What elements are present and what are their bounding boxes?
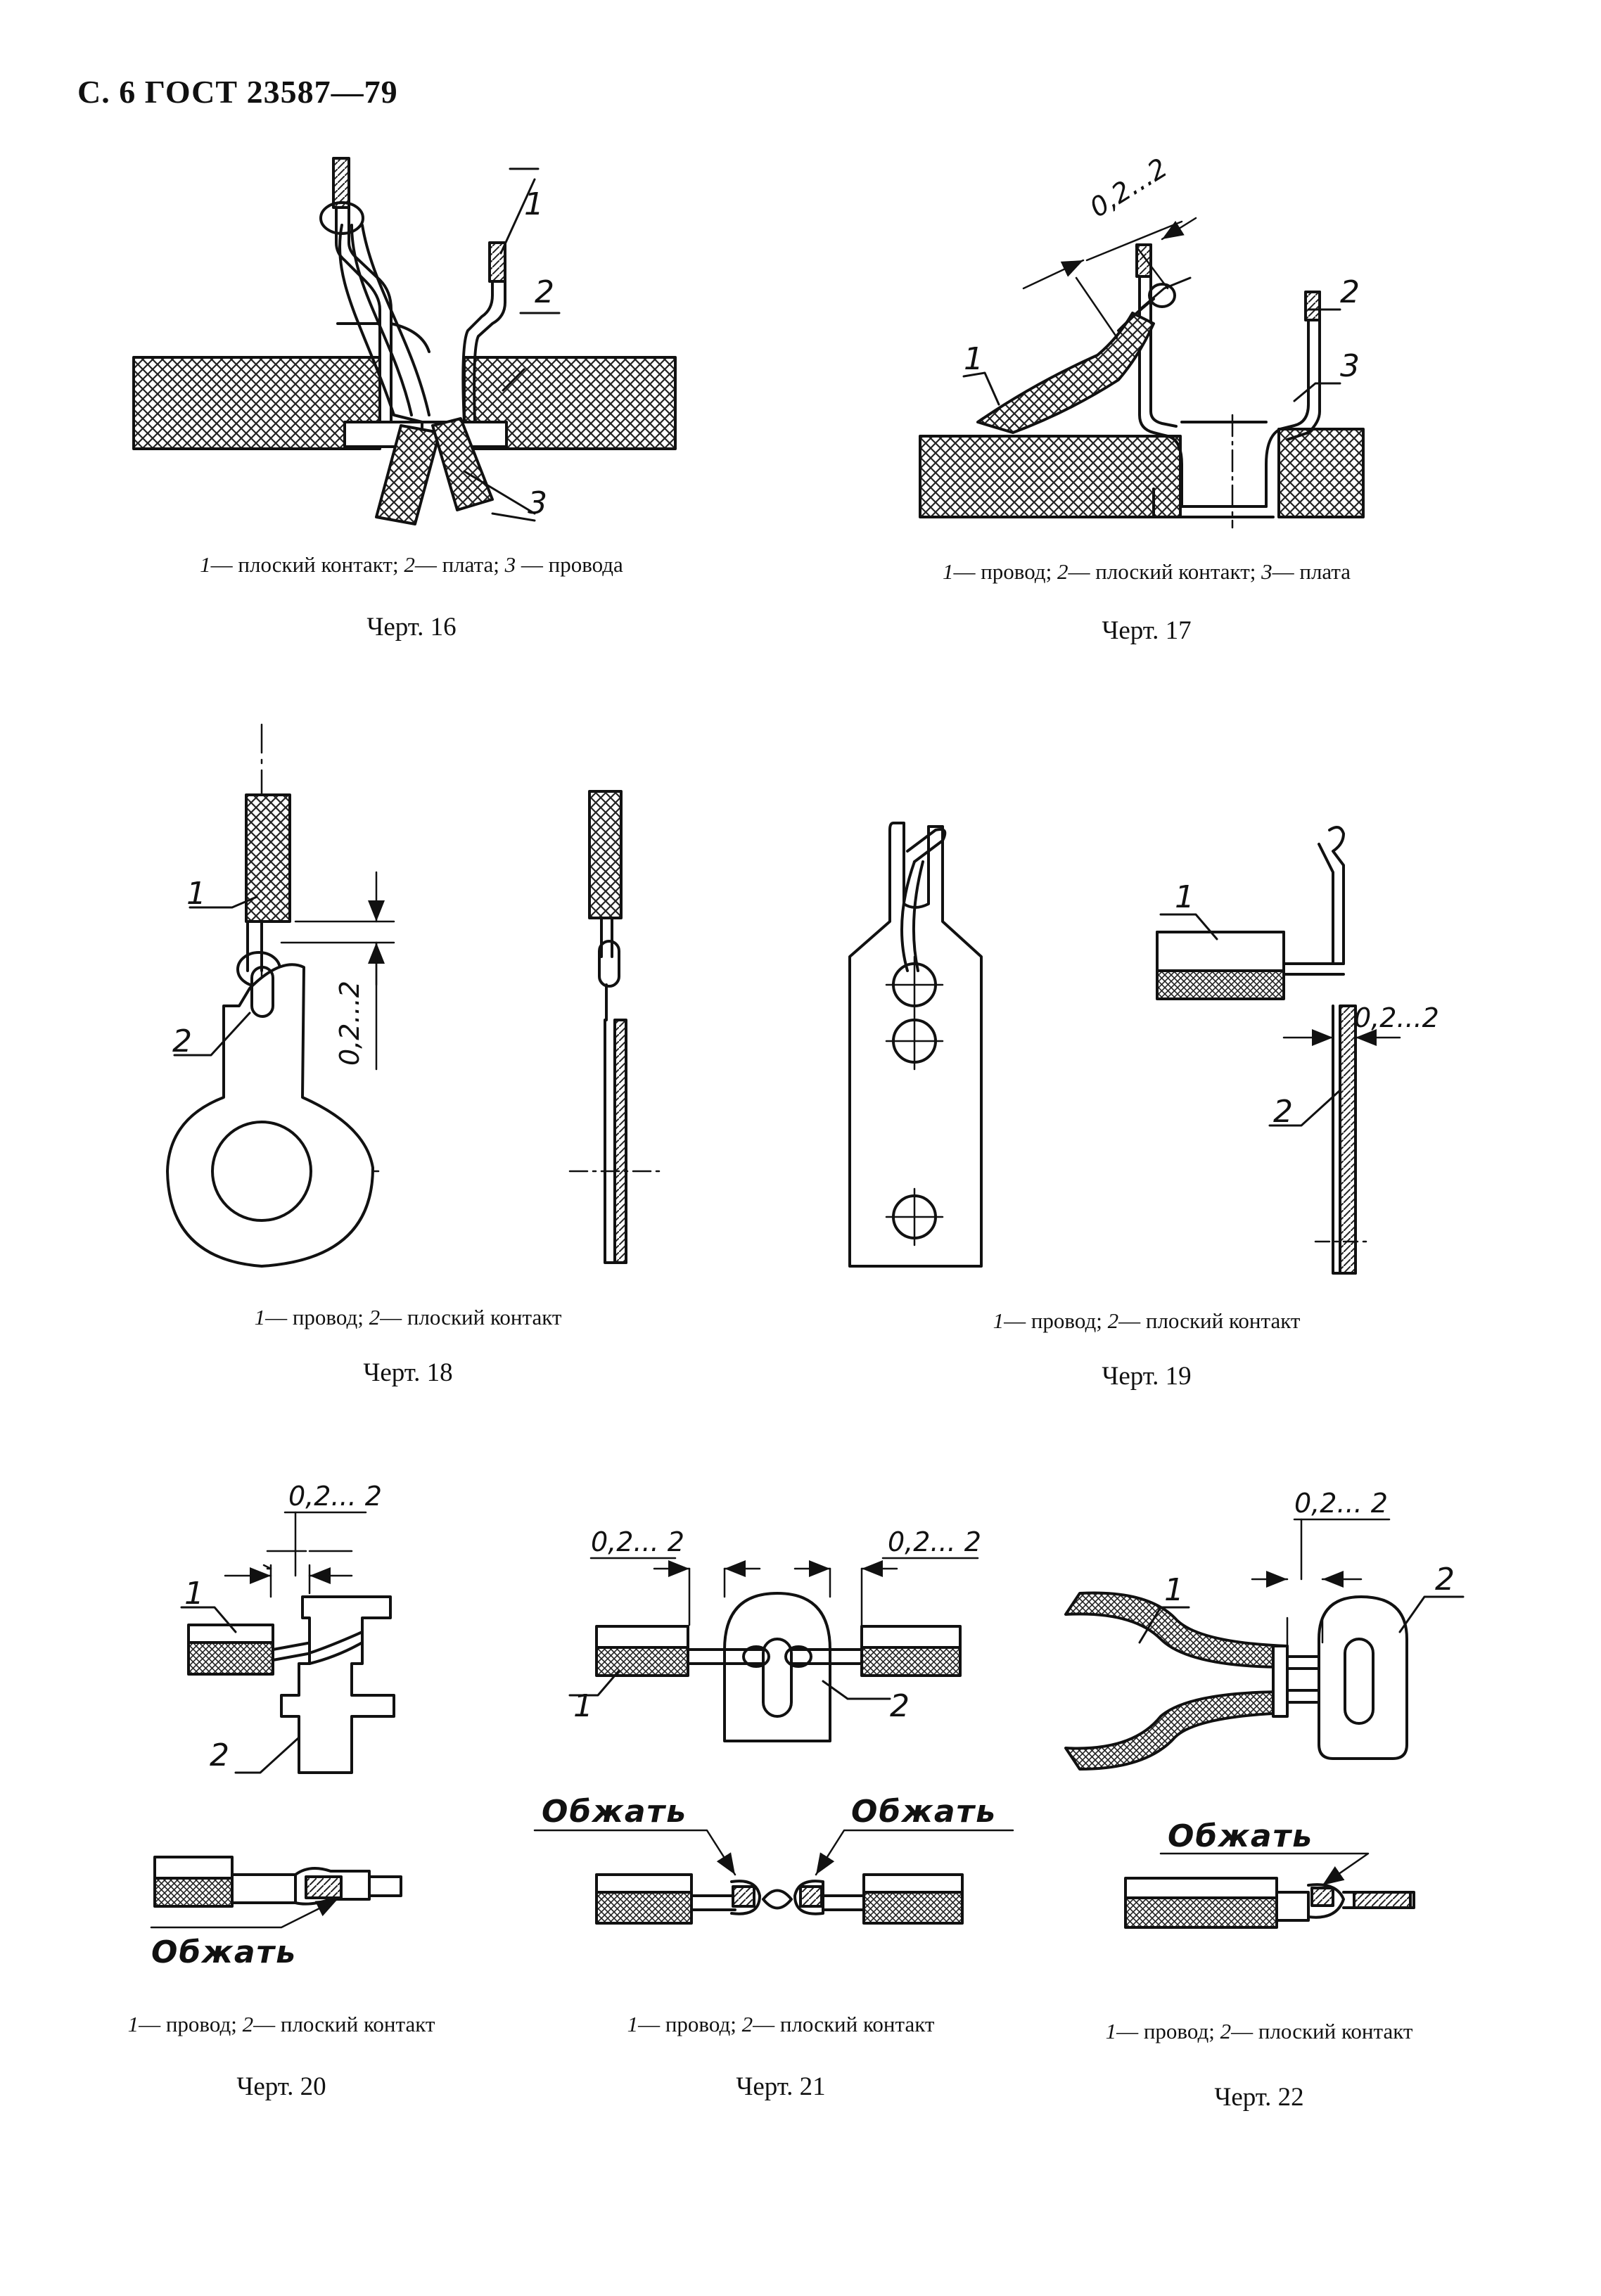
- figure-21-caption: 1— провод; 2— плоский контакт: [627, 2012, 935, 2036]
- figure-20-caption: 1— провод; 2— плоский контакт: [127, 2012, 435, 2036]
- figure-22-drawing: [1064, 1518, 1465, 1929]
- fig21-note-left: Обжать: [542, 1794, 687, 1830]
- fig16-label-3: 3: [528, 485, 547, 521]
- fig17-dimension: 0,2...2: [1084, 152, 1173, 223]
- figure-22-caption: 1— провод; 2— плоский контакт: [1105, 2019, 1413, 2043]
- figure-20-title: Черт. 20: [236, 2072, 326, 2101]
- figure-21-title: Черт. 21: [736, 2072, 826, 2101]
- fig18-label-1: 1: [186, 876, 206, 912]
- fig20-label-2: 2: [210, 1737, 229, 1773]
- figure-16-drawing: [132, 157, 677, 525]
- figure-18-title: Черт. 18: [363, 1358, 453, 1387]
- fig16-label-2: 2: [535, 274, 554, 310]
- fig19-dimension: 0,2...2: [1354, 1002, 1439, 1033]
- fig21-note-right: Обжать: [851, 1794, 997, 1830]
- page-header: С. 6 ГОСТ 23587—79: [77, 74, 398, 110]
- fig21-label-2: 2: [890, 1688, 910, 1724]
- fig22-dimension: 0,2... 2: [1294, 1488, 1388, 1519]
- fig18-label-2: 2: [172, 1023, 192, 1059]
- fig17-label-2: 2: [1340, 274, 1360, 310]
- fig21-dimension-right: 0,2... 2: [888, 1526, 981, 1557]
- fig19-label-2: 2: [1273, 1094, 1293, 1130]
- fig17-label-1: 1: [964, 341, 983, 377]
- fig20-note: Обжать: [151, 1934, 297, 1970]
- figure-17-caption: 1— провод; 2— плоский контакт; 3— плата: [942, 559, 1351, 584]
- fig16-label-1: 1: [524, 186, 544, 222]
- fig22-label-2: 2: [1435, 1562, 1455, 1597]
- fig19-label-1: 1: [1175, 879, 1194, 915]
- figure-22-title: Черт. 22: [1214, 2083, 1304, 2112]
- fig18-dimension: 0,2...2: [334, 981, 365, 1066]
- fig20-dimension: 0,2... 2: [288, 1481, 382, 1512]
- fig21-label-1: 1: [573, 1688, 593, 1724]
- figure-18-caption: 1— провод; 2— плоский контакт: [254, 1305, 562, 1329]
- fig22-note: Обжать: [1168, 1818, 1313, 1854]
- figure-20-drawing: [150, 1511, 402, 1929]
- figure-19-caption: 1— провод; 2— плоский контакт: [993, 1308, 1301, 1333]
- figure-16-title: Черт. 16: [366, 613, 457, 642]
- figure-16-caption: 1— плоский контакт; 2— плата; 3 — провод…: [200, 552, 623, 577]
- figure-21-drawing: [533, 1557, 1014, 1925]
- fig20-label-1: 1: [184, 1576, 204, 1612]
- fig22-label-1: 1: [1164, 1572, 1184, 1608]
- drawing-labels: 1 2 3 1 2 3 0,2...2 1 2 0,2...2 1 2 0,2.…: [151, 152, 1455, 1970]
- figure-18-drawing: [166, 723, 663, 1268]
- figure-19-drawing: [848, 822, 1401, 1275]
- figure-17-title: Черт. 17: [1102, 616, 1192, 645]
- fig21-dimension-left: 0,2... 2: [591, 1526, 684, 1557]
- fig17-label-3: 3: [1340, 348, 1360, 384]
- figure-19-title: Черт. 19: [1102, 1362, 1192, 1391]
- figure-17-drawing: [919, 217, 1365, 529]
